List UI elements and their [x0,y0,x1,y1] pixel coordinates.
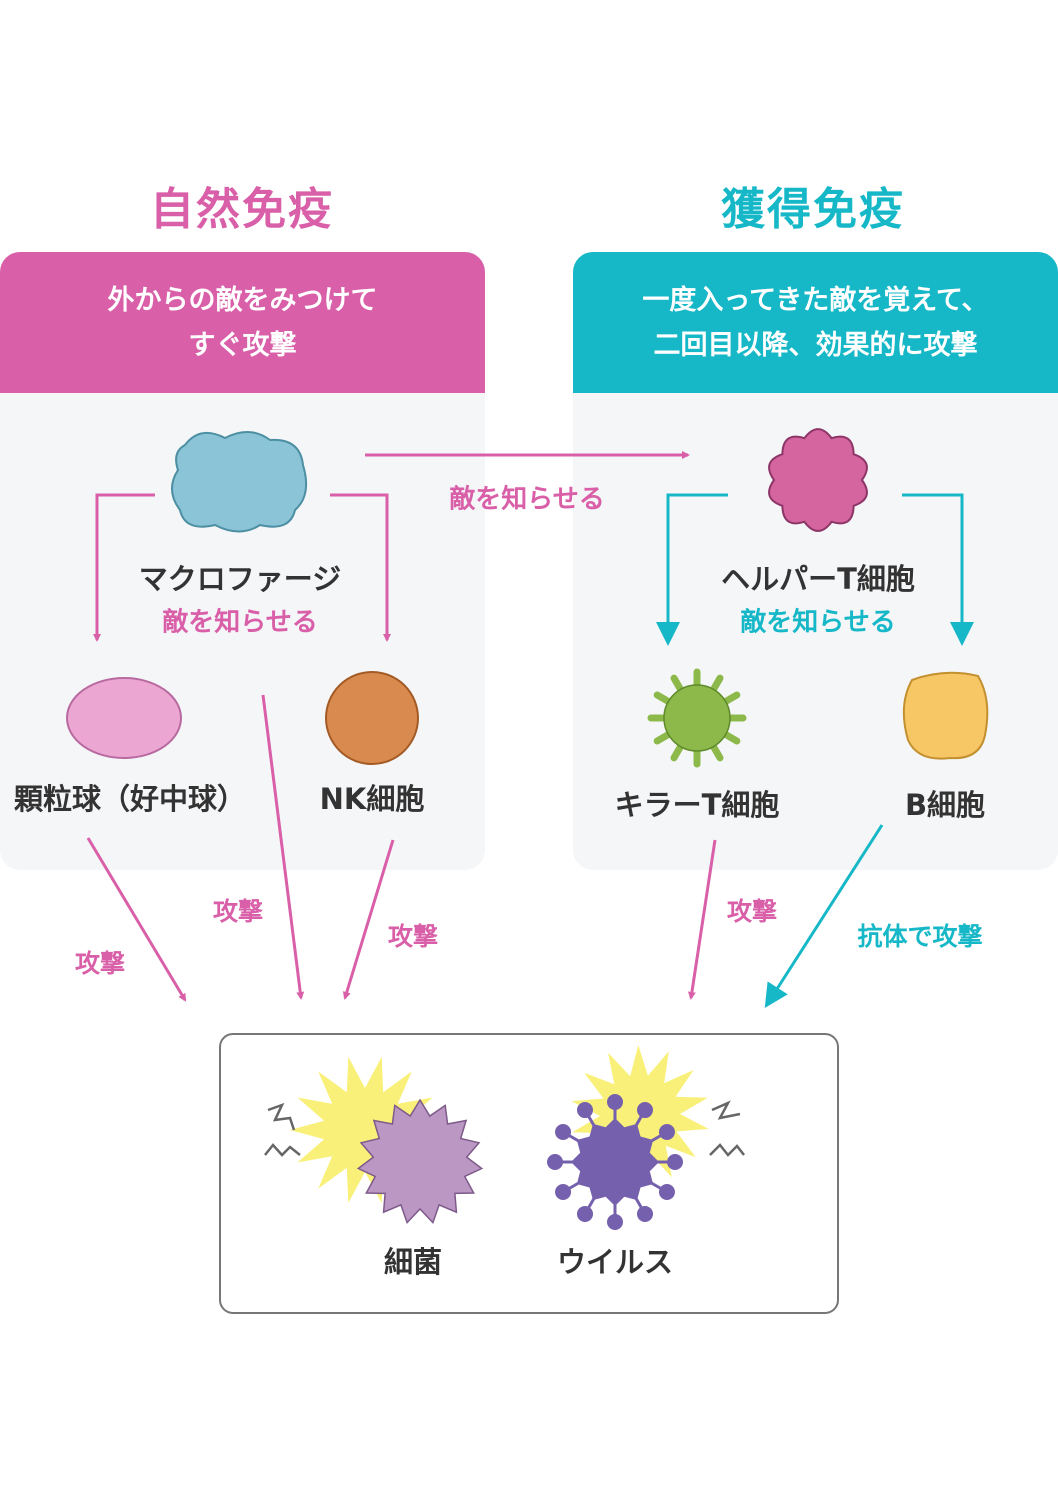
shake-lines [264,1100,745,1157]
nk-label: NK細胞 [319,782,425,816]
virus-body [571,1118,659,1206]
virus-knob [658,1124,675,1140]
virus-knob [555,1184,572,1200]
killer-t-cell [647,668,747,768]
nk-cell [325,671,419,765]
bcell-label: B細胞 [904,788,986,822]
helper-label: ヘルパーT細胞 [721,562,915,596]
virus-knob [667,1154,683,1170]
attack-label-killer: 攻撃 [726,897,778,926]
macrophage-label: マクロファージ [138,562,342,596]
virus-knob [555,1124,572,1140]
virus-knob [637,1205,653,1222]
innate-desc-line2: すぐ攻撃 [188,329,297,361]
arrow-granulocyte-attack [86,837,187,1002]
helper-t-cell [768,428,868,532]
adaptive-desc-line2: 二回目以降、効果的に攻撃 [653,329,978,361]
bridge-label: 敵を知らせる [449,484,605,515]
virus-label: ウイルス [556,1245,674,1279]
virus-knob [637,1102,653,1119]
attack-label-granulocyte: 攻撃 [74,949,126,978]
adaptive-title: 獲得免疫 [721,184,905,235]
arrow-nk-attack [342,839,395,1000]
virus-knob [607,1094,623,1110]
killer-label: キラーT細胞 [614,788,780,822]
attack-label-nk: 攻撃 [387,922,439,951]
arrow-helper-killer [656,493,728,646]
macrophage-cell [171,431,308,533]
arrow-bcell-attack [764,824,884,1009]
virus-icon [547,1094,683,1230]
b-cell [902,671,989,760]
adaptive-header: 一度入ってきた敵を覚えて、 二回目以降、効果的に攻撃 [573,252,1058,393]
bacteria-icon [356,1098,484,1225]
arrow-killer-attack [687,839,717,1000]
virus-knob [607,1214,623,1230]
attack-label-macrophage: 攻撃 [212,897,264,926]
arrow-helper-bcell [902,493,974,646]
virus-knob [577,1205,593,1222]
killer-body [663,684,731,752]
arrow-macrophage-attack [261,694,305,1000]
innate-header: 外からの敵をみつけて すぐ攻撃 [0,252,485,393]
macrophage-note: 敵を知らせる [162,607,318,638]
helper-note: 敵を知らせる [740,607,896,638]
virus-knob [577,1102,593,1119]
virus-knob [547,1154,563,1170]
innate-desc-line1: 外からの敵をみつけて [107,284,378,316]
granulocyte-label: 顆粒球（好中球） [13,782,247,816]
granulocyte-cell [66,677,182,759]
adaptive-desc-line1: 一度入ってきた敵を覚えて、 [642,284,989,316]
attack-label-bcell: 抗体で攻撃 [857,922,983,951]
yellow-burst-bacteria [290,1056,440,1204]
innate-title: 自然免疫 [150,184,334,235]
bacteria-label: 細菌 [383,1245,443,1279]
virus-knob [658,1184,675,1200]
arrow-macrophage-nk [330,493,391,642]
arrow-macrophage-granulocyte [93,493,155,642]
